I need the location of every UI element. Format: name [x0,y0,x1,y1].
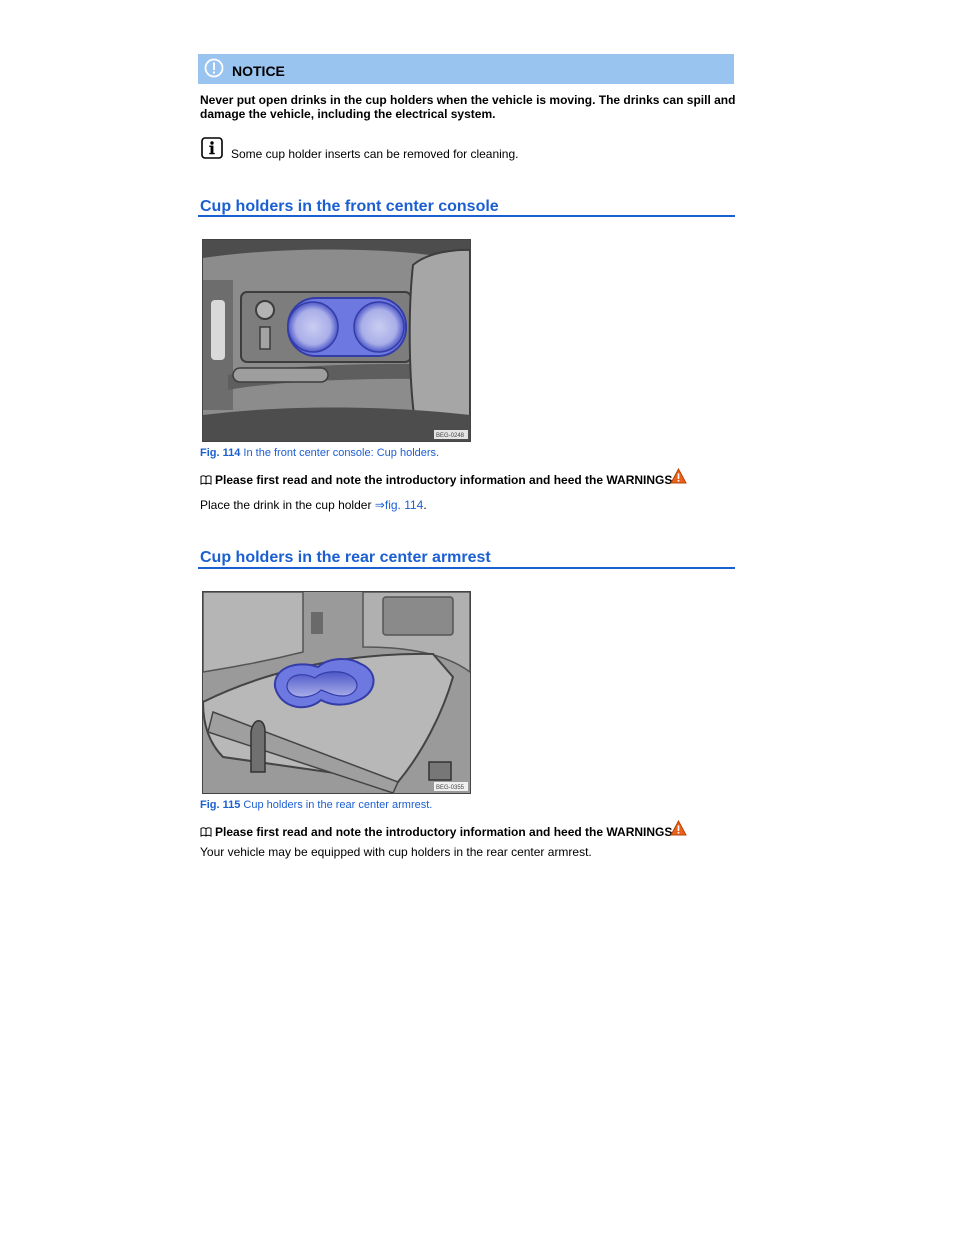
figure-caption: Fig. 115 Cup holders in the rear center … [200,799,432,811]
figure-link[interactable]: fig. 114 [384,498,424,512]
body-text-front: Place the drink in the cup holder ⇒fig. … [200,498,427,512]
figure-caption: Fig. 114 In the front center console: Cu… [200,447,439,459]
caption-label: Fig. 114 [200,447,241,459]
info-note-text: Some cup holder inserts can be removed f… [231,147,519,161]
notice-header: NOTICE [198,54,734,84]
section-title-front-console: Cup holders in the front center console [200,198,499,215]
read-warnings-line: Please first read and note the introduct… [200,825,672,839]
caption-label: Fig. 115 [200,799,241,811]
exclamation-circle-icon [204,58,224,78]
notice-text: Never put open drinks in the cup holders… [200,93,736,121]
read-warnings-text: Please first read and note the introduct… [215,825,673,839]
section-title-rear-armrest: Cup holders in the rear center armrest [200,549,491,566]
read-warnings-text: Please first read and note the introduct… [215,473,673,487]
figure-rear-armrest-cupholders: BEG-0355 [202,591,471,794]
body-text-rear: Your vehicle may be equipped with cup ho… [200,845,592,859]
body-suffix: . [423,498,427,512]
figure-code-label: BEG-0355 [436,785,465,791]
body-prefix: Place the drink in the cup holder [200,498,372,512]
caption-text: Cup holders in the rear center armrest. [243,799,433,811]
info-icon [201,137,223,159]
book-icon [200,475,212,485]
reference-arrow: ⇒ [374,498,385,512]
section-divider [198,567,735,569]
figure-code-label: BEG-0248 [436,433,465,439]
notice-title: NOTICE [232,63,285,79]
book-icon [200,827,212,837]
caption-text: In the front center console: Cup holders… [243,447,440,459]
warning-triangle-icon[interactable] [670,820,687,836]
figure-front-console-cupholders: BEG-0248 [202,239,471,442]
section-divider [198,215,735,217]
warning-triangle-icon[interactable] [670,468,687,484]
read-warnings-line: Please first read and note the introduct… [200,473,672,487]
